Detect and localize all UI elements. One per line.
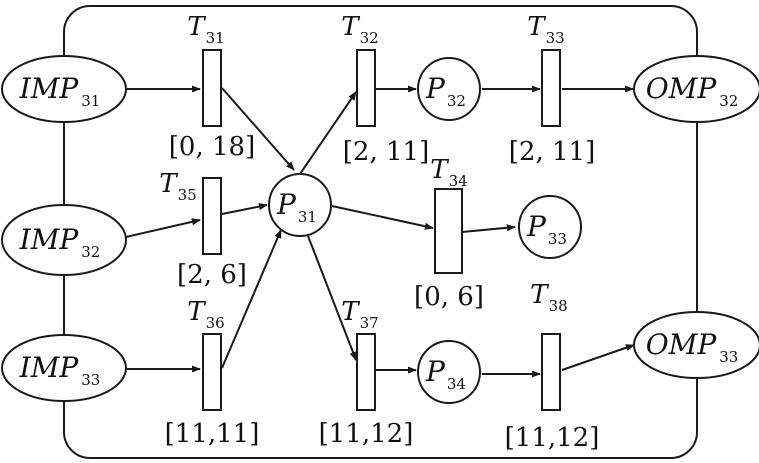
arc-p31-t34: [331, 205, 434, 230]
svg-text:T34: T34: [430, 155, 467, 190]
svg-text:[2, 6]: [2, 6]: [177, 260, 247, 290]
svg-text:T38: T38: [530, 280, 567, 315]
arc-t36-p31: [221, 229, 282, 369]
svg-text:[2, 11]: [2, 11]: [343, 137, 429, 167]
arc-t38-omp33: [561, 344, 635, 371]
svg-text:[0, 18]: [0, 18]: [169, 132, 255, 162]
svg-text:P33: P33: [526, 210, 567, 248]
transition-t35: T35 [2, 6]: [159, 169, 247, 290]
transition-t31: T31 [0, 18]: [169, 12, 255, 162]
svg-text:T31: T31: [187, 12, 224, 47]
transition-t38: T38 [11,12]: [505, 280, 600, 453]
arc-t34-p33: [461, 224, 516, 233]
arc-p31-t37: [307, 235, 357, 361]
transition-t33: T33 [2, 11]: [509, 12, 595, 167]
transition-t32: T32 [2, 11]: [341, 12, 429, 167]
arc-t35-p31: [221, 203, 268, 215]
svg-text:[0, 6]: [0, 6]: [414, 282, 484, 312]
system-boundary: [63, 5, 698, 459]
svg-text:T33: T33: [527, 12, 564, 47]
svg-text:[11,11]: [11,11]: [165, 419, 260, 449]
arc-t31-p31: [221, 87, 295, 171]
svg-text:[11,12]: [11,12]: [505, 423, 600, 453]
svg-text:P32: P32: [425, 72, 466, 110]
transition-t37: T37 [11,12]: [319, 297, 414, 449]
svg-text:T36: T36: [187, 297, 224, 332]
svg-text:T37: T37: [341, 297, 378, 332]
transition-t36: T36 [11,11]: [165, 297, 260, 449]
svg-text:P31: P31: [276, 188, 317, 226]
transition-t34: T34 [0, 6]: [414, 155, 484, 312]
svg-text:T32: T32: [341, 12, 378, 47]
svg-text:T35: T35: [159, 169, 196, 204]
svg-text:[2, 11]: [2, 11]: [509, 137, 595, 167]
svg-text:[11,12]: [11,12]: [319, 419, 414, 449]
svg-text:P34: P34: [425, 355, 466, 393]
arc-imp32-t35: [125, 218, 201, 238]
arc-p31-t32: [299, 91, 357, 175]
